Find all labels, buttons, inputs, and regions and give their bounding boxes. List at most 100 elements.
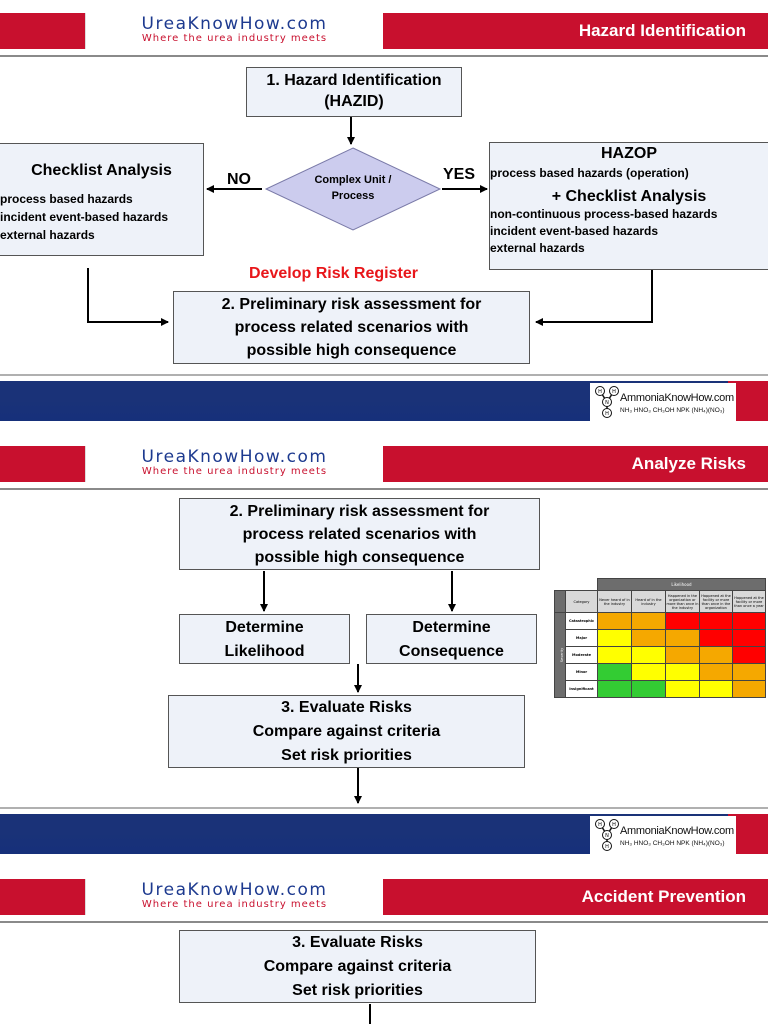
prelim-box-slide1: 2. Preliminary risk assessment for proce… [173,291,530,364]
risk-matrix-cell [665,646,700,664]
risk-matrix-cell [699,680,733,698]
logo-tagline: Where the urea industry meets [141,466,328,477]
slide2-header-rule [0,488,768,490]
risk-matrix-cell [631,663,666,681]
decision-diamond [264,147,442,231]
risk-matrix-cell [699,612,733,630]
checklist-item: process based hazards [0,192,133,206]
logo-main-text: UreaKnowHow.com [141,447,328,467]
molecule-icon: H N H H [595,819,619,851]
atom-label: H [605,411,609,417]
slide2-header: UreaKnowHow.com Where the urea industry … [0,446,768,482]
slide3-header-rule [0,921,768,923]
risk-matrix: Likelihood Category Never heard of in th… [554,578,766,698]
hazop-box: HAZOP process based hazards (operation) … [489,142,768,270]
slide2-footer-rule [0,807,768,809]
hazid-box: 1. Hazard Identification (HAZID) [246,67,462,117]
atom-label: N [605,833,609,839]
hazop-plus-title: + Checklist Analysis [551,188,707,205]
atom-label: H [605,844,609,850]
hazop-item: external hazards [490,241,585,255]
risk-matrix-column-header: Never heard of in the industry [597,590,632,613]
risk-matrix-cell [597,663,632,681]
slide1-header-rule [0,55,768,57]
ureaknowhow-logo: UreaKnowHow.com Where the urea industry … [85,879,383,915]
risk-matrix-cell [597,612,632,630]
slide1-title: Hazard Identification [578,21,746,40]
hazop-to-prelim-arrow [535,270,653,326]
atom-label: H [612,389,616,395]
logo-main-text: UreaKnowHow.com [141,880,328,900]
risk-matrix-cell [631,612,666,630]
ammoniaknowhow-logo: H N H H AmmoniaKnowHow.com NH₃ HNO₃ CH₃O… [590,816,736,854]
evaluate-box-slide2: 3. Evaluate Risks Compare against criter… [168,695,525,768]
logo-tagline: Where the urea industry meets [141,33,328,44]
decision-text: Complex Unit / Process [314,174,392,202]
risk-matrix-cell [631,680,666,698]
risk-matrix-cell [665,629,700,647]
risk-matrix-cell [732,663,766,681]
risk-matrix-row-label: Major [565,629,598,647]
ammonia-formulas: NH₃ HNO₃ CH₃OH NPK (NH₄)(NO₃) [620,407,725,414]
slide3-header: UreaKnowHow.com Where the urea industry … [0,879,768,915]
slide1-footer-rule [0,374,768,376]
slide3-title: Accident Prevention [581,887,746,906]
risk-matrix-cell [732,646,766,664]
checklist-item: incident event-based hazards [0,210,169,224]
slide2-title: Analyze Risks [631,454,746,473]
risk-matrix-cell [597,629,632,647]
checklist-title: Checklist Analysis [31,162,172,179]
risk-matrix-cell [665,663,700,681]
ammoniaknowhow-logo: H N H H AmmoniaKnowHow.com NH₃ HNO₃ CH₃O… [590,383,736,421]
risk-matrix-category-header: Category [565,590,598,613]
risk-matrix-row-label: Moderate [565,646,598,664]
risk-matrix-column-header: Heard of in the industry [631,590,666,613]
risk-matrix-likelihood-header: Likelihood [597,578,766,591]
atom-label: N [605,400,609,406]
checklist-item: external hazards [0,228,95,242]
risk-matrix-severity-label: Severity [554,612,566,698]
hazop-item: incident event-based hazards [490,224,659,238]
risk-matrix-row-label: Catastrophic [565,612,598,630]
checklist-to-prelim-arrow [87,268,169,326]
atom-label: H [598,389,602,395]
risk-matrix-cell [699,629,733,647]
ureaknowhow-logo: UreaKnowHow.com Where the urea industry … [85,13,383,49]
atom-label: H [598,822,602,828]
consequence-box: Determine Consequence [366,614,537,664]
risk-matrix-column-header: Happened at the facility or more than on… [732,590,766,613]
slide1-footer: H N H H AmmoniaKnowHow.com NH₃ HNO₃ CH₃O… [0,381,768,421]
risk-matrix-cell [699,646,733,664]
risk-matrix-cell [665,612,700,630]
checklist-box: Checklist Analysis process based hazards… [0,143,204,256]
hazop-item: non-continuous process-based hazards [490,207,718,221]
hazop-subtitle: process based hazards (operation) [490,166,689,180]
ureaknowhow-logo: UreaKnowHow.com Where the urea industry … [85,446,383,482]
likelihood-box: Determine Likelihood [179,614,350,664]
risk-matrix-cell [597,646,632,664]
atom-label: H [612,822,616,828]
molecule-icon: H N H H [595,386,619,418]
prelim-box-slide2: 2. Preliminary risk assessment for proce… [179,498,540,570]
ammonia-logo-text: AmmoniaKnowHow.com [620,392,734,404]
risk-matrix-cell [699,663,733,681]
logo-tagline: Where the urea industry meets [141,899,328,910]
risk-matrix-cell [631,629,666,647]
risk-matrix-column-header: Happened in the organization or more tha… [665,590,700,613]
risk-matrix-cell [665,680,700,698]
ammonia-formulas: NH₃ HNO₃ CH₃OH NPK (NH₄)(NO₃) [620,840,725,847]
risk-matrix-cell [732,612,766,630]
yes-label: YES [443,166,476,183]
risk-matrix-cell [597,680,632,698]
no-label: NO [227,171,251,188]
risk-matrix-cell [631,646,666,664]
risk-matrix-cell [732,629,766,647]
risk-matrix-cell [732,680,766,698]
logo-main-text: UreaKnowHow.com [141,14,328,34]
risk-matrix-column-header: Happened at the facility or more than on… [699,590,733,613]
risk-matrix-row-label: Minor [565,663,598,681]
ammonia-logo-text: AmmoniaKnowHow.com [620,825,734,837]
develop-risk-register-label: Develop Risk Register [249,265,418,282]
slide1-header: UreaKnowHow.com Where the urea industry … [0,13,768,49]
evaluate-box-slide3: 3. Evaluate Risks Compare against criter… [179,930,536,1003]
